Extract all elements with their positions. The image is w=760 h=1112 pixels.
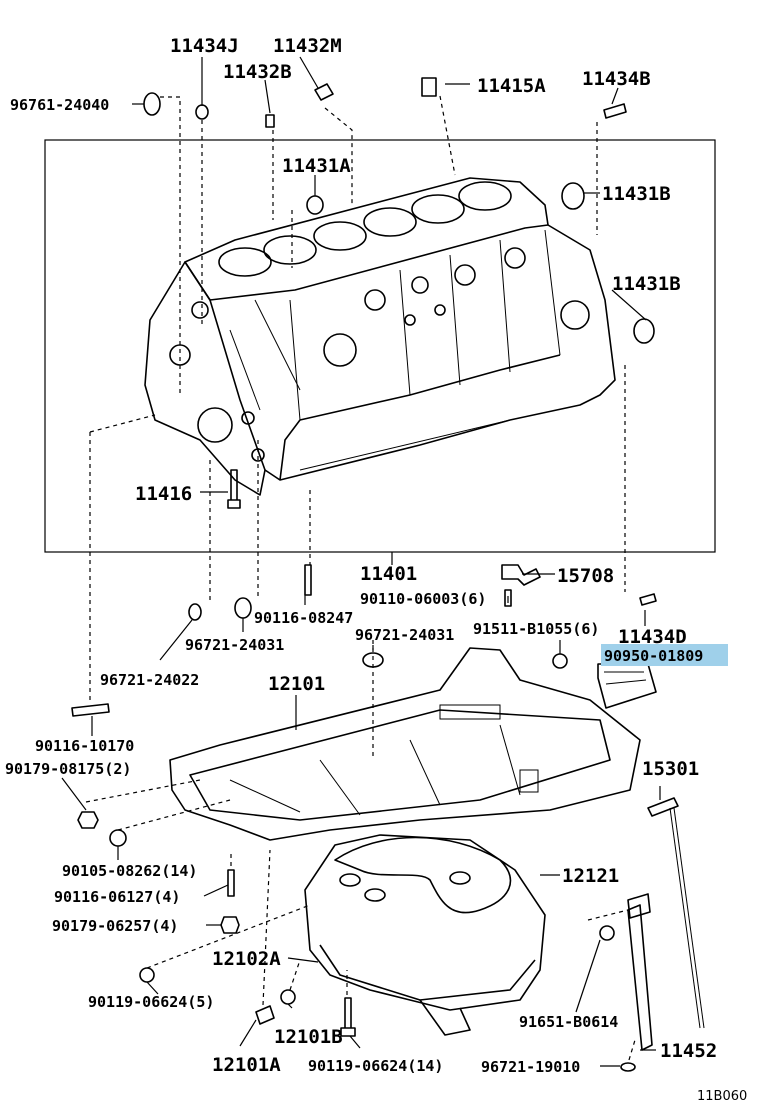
label-96721-24022[interactable]: 96721-24022 [100, 671, 199, 689]
nut-90105-08262 [109, 829, 127, 847]
cylinder-block-frame [44, 139, 716, 553]
label-90179-08175[interactable]: 90179-08175(2) [5, 760, 131, 778]
seal-96721-24031-a [234, 597, 252, 619]
nut-90179-06257 [220, 916, 240, 934]
stud-90116-10170 [71, 703, 110, 717]
label-90116-06127[interactable]: 90116-06127(4) [54, 888, 180, 906]
plug-11432B [265, 114, 275, 128]
seal-96761-24040 [143, 92, 161, 116]
label-12121[interactable]: 12121 [562, 865, 619, 887]
plug-11415A [421, 77, 437, 97]
stud-90116-08247 [304, 564, 312, 596]
seal-96721-24022 [188, 603, 202, 621]
dipstick-15301 [647, 797, 679, 817]
plug-12101B [280, 989, 296, 1005]
pin-11434D [639, 593, 657, 606]
label-12101B[interactable]: 12101B [274, 1026, 343, 1048]
guide-tube-11452 [627, 904, 653, 1051]
label-91511-B1055[interactable]: 91511-B1055(6) [473, 620, 599, 638]
label-90119-06624-5[interactable]: 90119-06624(5) [88, 993, 214, 1011]
label-12102A[interactable]: 12102A [212, 948, 281, 970]
plug-11431B-mid [633, 318, 655, 344]
bolt-90119-06624-5 [139, 967, 155, 983]
label-11401[interactable]: 11401 [360, 563, 417, 585]
label-11416[interactable]: 11416 [135, 483, 192, 505]
oil-pan-12101 [169, 647, 641, 841]
plug-11431B-top [561, 182, 585, 210]
label-96721-24031-a[interactable]: 96721-24031 [185, 636, 284, 654]
pan-seal-90950-01809 [597, 663, 657, 709]
label-11431B-mid[interactable]: 11431B [612, 273, 681, 295]
label-11434B[interactable]: 11434B [582, 68, 651, 90]
label-11431A[interactable]: 11431A [282, 155, 351, 177]
label-90110-06003[interactable]: 90110-06003(6) [360, 590, 486, 608]
label-12101A[interactable]: 12101A [212, 1054, 281, 1076]
bolt-91651-B0614 [599, 925, 615, 941]
diagram-code: 11B060 [697, 1089, 747, 1104]
highlight-box [601, 644, 728, 666]
bolt-91511-B1055 [552, 653, 568, 669]
plug-11434J [195, 104, 209, 120]
label-11432M[interactable]: 11432M [273, 35, 342, 57]
label-12101[interactable]: 12101 [268, 673, 325, 695]
plug-12101A [255, 1005, 275, 1025]
label-11434J[interactable]: 11434J [170, 35, 239, 57]
label-90119-06624-14[interactable]: 90119-06624(14) [308, 1057, 443, 1075]
cylinder-block [144, 177, 616, 496]
label-15708[interactable]: 15708 [557, 565, 614, 587]
bolt-90119-06624-14 [340, 997, 356, 1037]
plug-11431A [306, 195, 324, 215]
label-90950-01809[interactable]: 90950-01809 [604, 647, 703, 665]
stud-90116-06127 [227, 869, 235, 897]
label-90116-10170[interactable]: 90116-10170 [35, 737, 134, 755]
bolt-90179-08175 [77, 811, 99, 829]
plug-11432M [314, 83, 334, 101]
nozzle-15708 [501, 564, 541, 586]
label-96761-24040[interactable]: 96761-24040 [10, 96, 109, 114]
label-90116-08247[interactable]: 90116-08247 [254, 609, 353, 627]
label-96721-24031-b[interactable]: 96721-24031 [355, 626, 454, 644]
label-90179-06257[interactable]: 90179-06257(4) [52, 917, 178, 935]
bolt-90110-06003 [504, 589, 512, 607]
oil-pan-no2-12102A [304, 834, 546, 1036]
label-96721-19010[interactable]: 96721-19010 [481, 1058, 580, 1076]
label-11431B-top[interactable]: 11431B [602, 183, 671, 205]
bolt-11416 [227, 469, 241, 509]
label-11432B[interactable]: 11432B [223, 61, 292, 83]
pin-11434B [603, 103, 627, 119]
label-11452[interactable]: 11452 [660, 1040, 717, 1062]
label-15301[interactable]: 15301 [642, 758, 699, 780]
label-11434D[interactable]: 11434D [618, 626, 687, 648]
label-90105-08262[interactable]: 90105-08262(14) [62, 862, 197, 880]
label-11415A[interactable]: 11415A [477, 75, 546, 97]
oring-96721-19010 [620, 1062, 636, 1072]
label-91651-B0614[interactable]: 91651-B0614 [519, 1013, 618, 1031]
